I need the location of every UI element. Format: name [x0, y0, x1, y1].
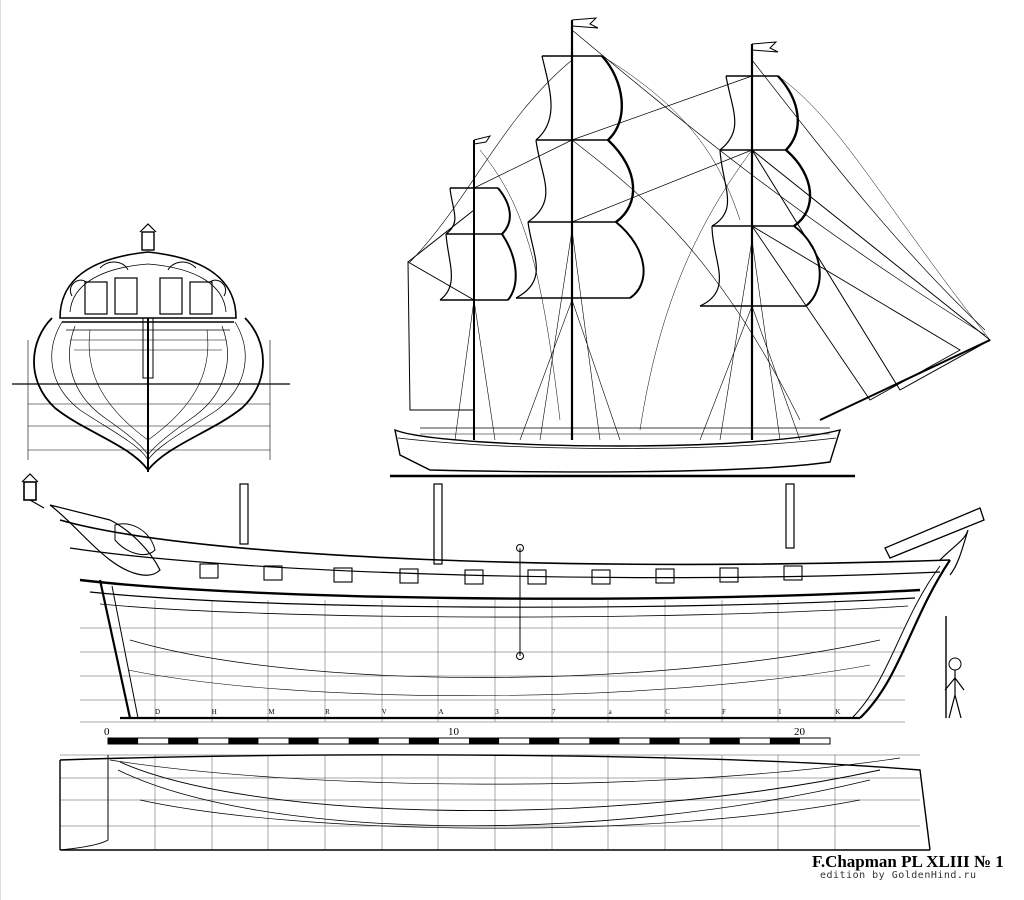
scale-label-0: 0: [104, 726, 110, 738]
plate-title: F.Chapman PL XLIII № 1: [812, 852, 1004, 871]
station-letter: D: [155, 708, 160, 716]
scale-block: [108, 738, 139, 744]
scale-block: [529, 738, 560, 744]
stern-view-drawing: [12, 223, 290, 472]
station-letter: 3: [495, 708, 499, 716]
scale-block: [649, 738, 680, 744]
station-letter: C: [665, 708, 670, 716]
scale-block: [408, 738, 439, 744]
scale-block: [709, 738, 740, 744]
half-breadth-drawing: [59, 754, 931, 851]
station-letter: K: [835, 708, 840, 716]
scale-block: [168, 738, 199, 744]
scale-block: [228, 738, 259, 744]
sail-plan-drawing: [390, 17, 991, 478]
profile-drawing: [21, 473, 985, 723]
station-letter: H: [212, 708, 217, 716]
scale-block: [589, 738, 620, 744]
scale-bar: 0 10 20: [104, 726, 831, 745]
scale-block: [348, 738, 379, 744]
edition-credit: edition by GoldenHind.ru: [820, 870, 977, 881]
station-letter: а: [609, 708, 613, 716]
station-letters: D H M R V A 3 7 а C F I K: [155, 708, 840, 716]
station-letter: 7: [552, 708, 556, 716]
station-letter: M: [268, 708, 275, 716]
scale-block: [469, 738, 500, 744]
scale-label-10: 10: [448, 726, 460, 738]
scale-block: [288, 738, 319, 744]
station-letter: I: [779, 708, 782, 716]
station-letter: A: [439, 708, 444, 716]
scale-label-20: 20: [794, 726, 806, 738]
scale-block: [769, 738, 800, 744]
station-letter: R: [325, 708, 330, 716]
station-letter: V: [382, 708, 387, 716]
station-letter: F: [722, 708, 726, 716]
